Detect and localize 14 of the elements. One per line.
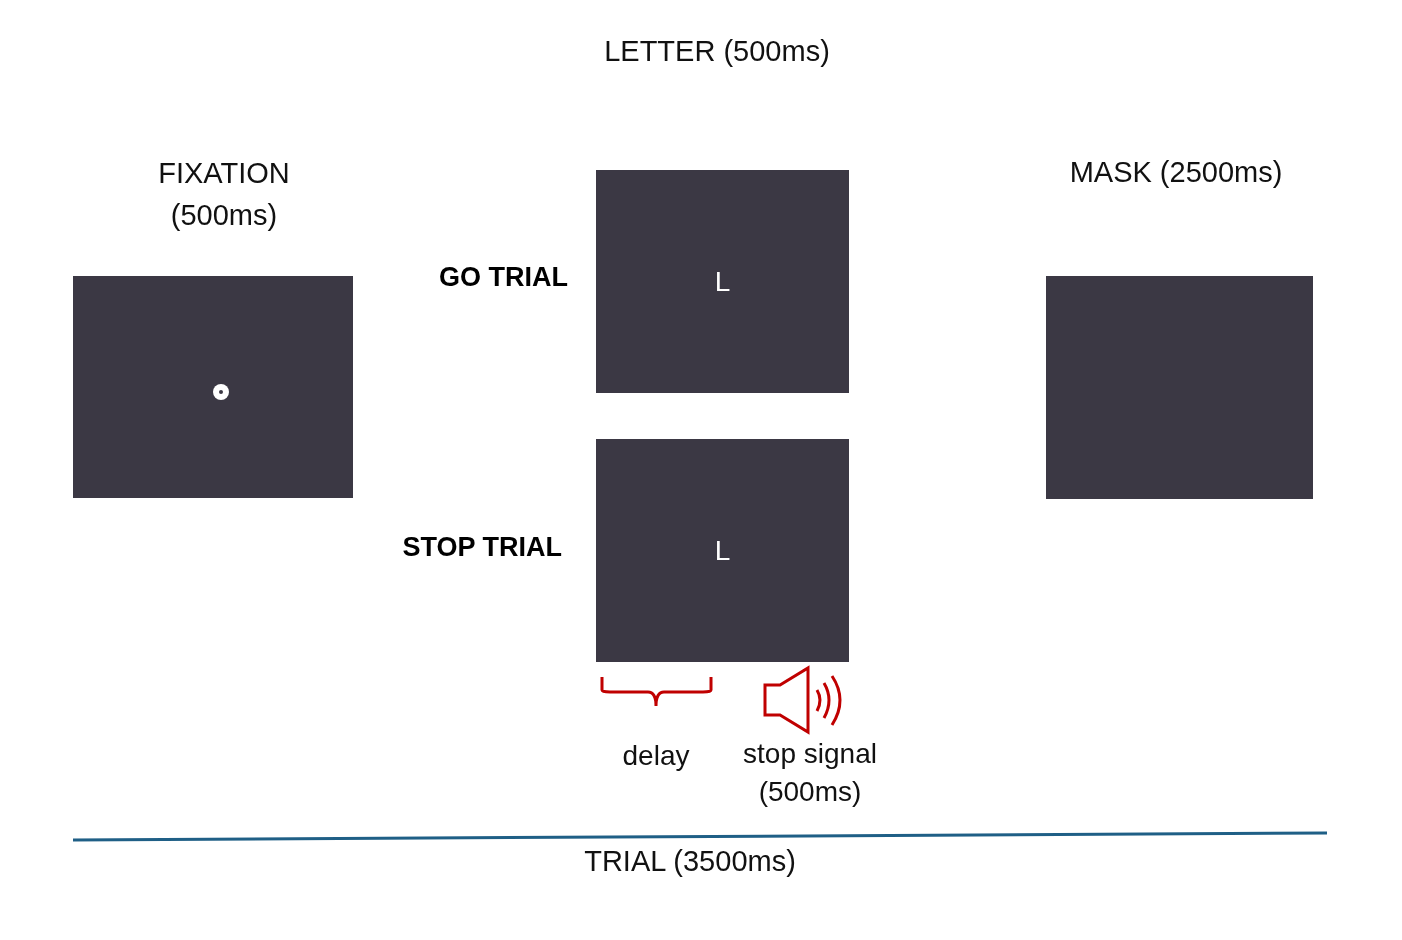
- phase-heading: TRIAL (3500ms): [583, 844, 797, 879]
- screen-panel: [596, 170, 849, 393]
- phase-heading: LETTER (500ms): [603, 34, 831, 69]
- screen-panel: [73, 276, 353, 498]
- trial-type-label: GO TRIAL: [439, 262, 568, 293]
- stimulus-letter: L: [714, 265, 731, 298]
- screen-heading: MASK (2500ms): [1068, 155, 1284, 190]
- screen-panel: [1046, 276, 1313, 499]
- delay-label: delay: [621, 739, 691, 773]
- screen-heading: FIXATION (500ms): [157, 156, 291, 233]
- trial-type-label: STOP TRIAL: [402, 532, 562, 563]
- screen-panel: [596, 439, 849, 662]
- stop-signal-label: stop signal (500ms): [742, 737, 878, 809]
- stimulus-letter: L: [714, 534, 731, 567]
